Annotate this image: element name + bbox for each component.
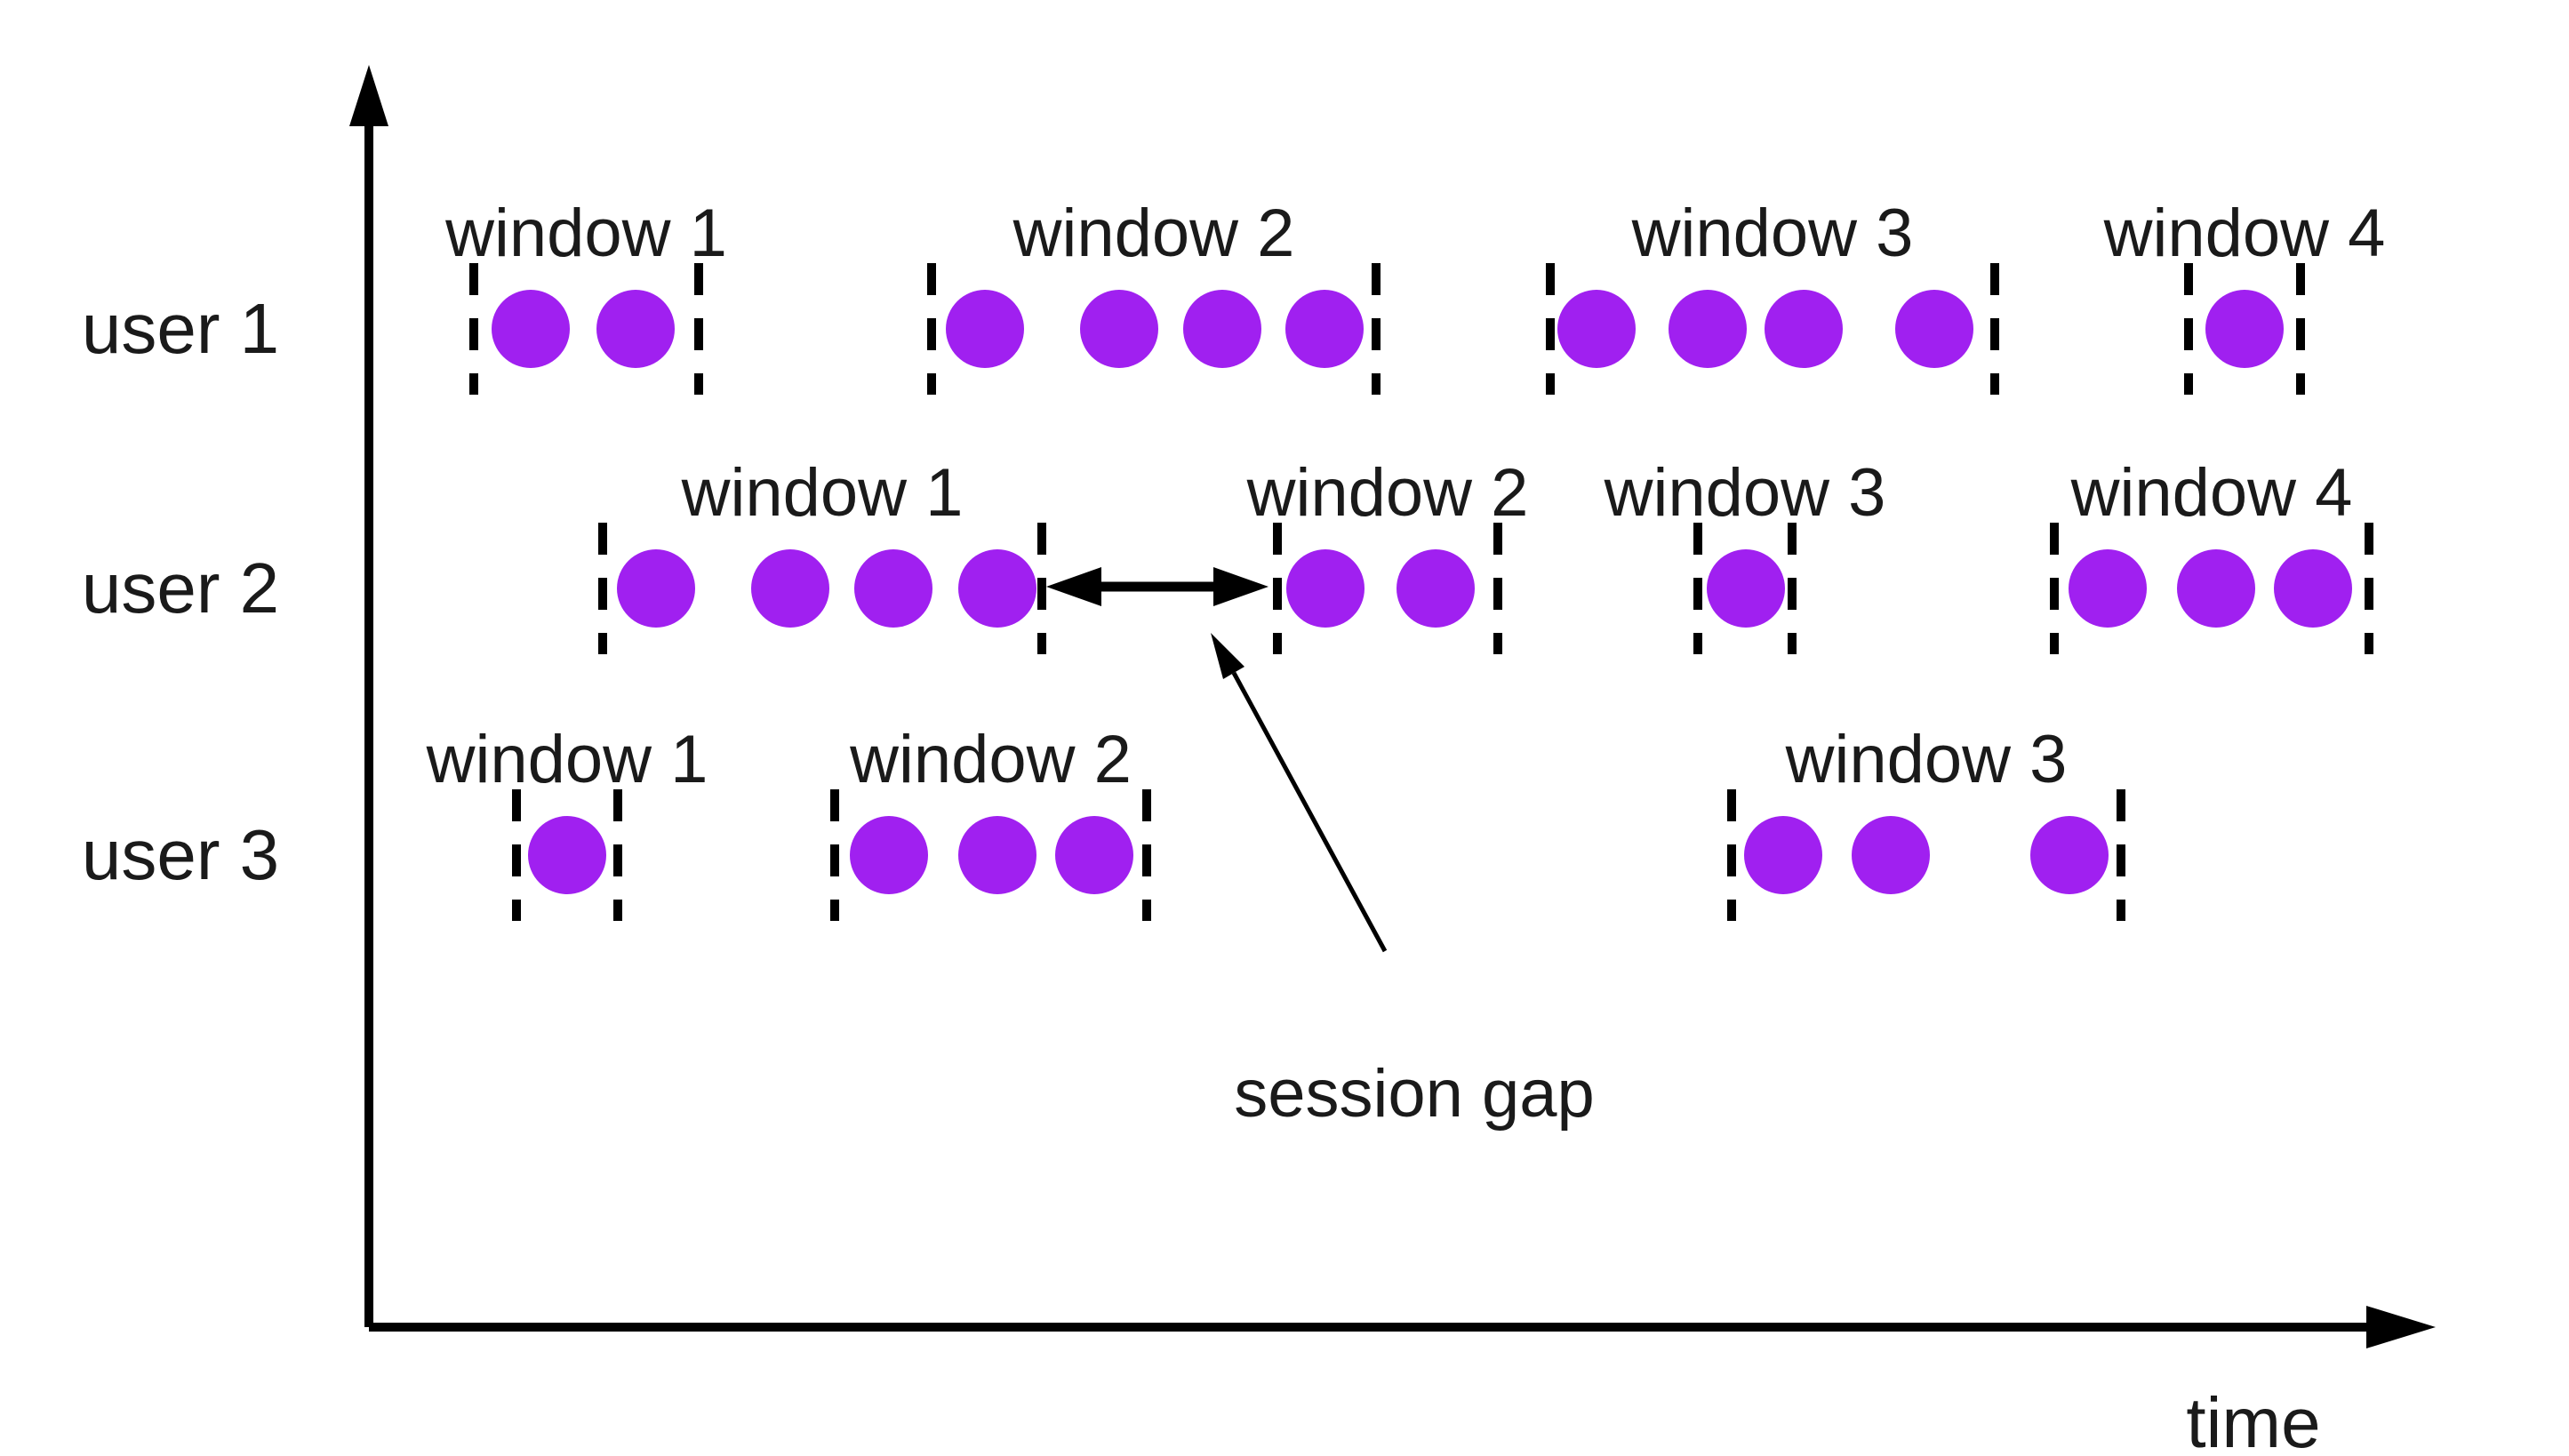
event-dot [2030,816,2109,894]
window-label: window 1 [681,455,964,531]
event-dot [2177,549,2255,628]
event-dot [2069,549,2147,628]
event-dot [1707,549,1785,628]
gap-arrow-right-head-icon [1213,567,1268,606]
event-dot [1080,290,1158,368]
user-row: window 1 window 2 window 3 window 4 [598,455,2373,654]
event-dot [492,290,570,368]
event-dot [528,816,606,894]
session-gap-pointer [1211,633,1388,953]
event-dot [1397,549,1475,628]
event-dot [854,549,932,628]
event-dot [958,549,1036,628]
window-label: window 2 [849,722,1132,797]
user-row: window 1 window 2 window 3 window 4 [444,196,2385,395]
event-dot [1765,290,1843,368]
event-dot [617,549,695,628]
x-axis-arrowhead-icon [2366,1306,2436,1348]
session-gap-arrow [1046,567,1268,606]
event-dot [596,290,675,368]
user-2-label: user 2 [82,548,279,628]
y-axis-arrowhead-icon [349,65,388,126]
event-dot [1895,290,1973,368]
event-dot [1557,290,1636,368]
window-label: window 3 [1785,722,2068,797]
gap-arrow-left-head-icon [1046,567,1101,606]
window-label: window 4 [2103,196,2386,271]
session-gap-label: session gap [1234,1056,1595,1132]
user-3-label: user 3 [82,815,279,894]
time-axis-label: time [2186,1383,2320,1456]
event-dot [1669,290,1747,368]
user-1-label: user 1 [82,289,279,368]
user-row: window 1 window 2 window 3 [426,722,2125,921]
event-dot [1285,290,1364,368]
event-dot [1183,290,1261,368]
event-dot [958,816,1036,894]
window-label: window 3 [1604,455,1886,531]
window-label: window 4 [2070,455,2353,531]
event-dot [751,549,829,628]
pointer-shaft [1231,671,1388,953]
window-label: window 1 [444,196,727,271]
event-dot [946,290,1024,368]
event-dot [2205,290,2284,368]
event-dot [1286,549,1365,628]
window-label: window 2 [1246,455,1529,531]
axes [349,65,2436,1348]
window-label: window 1 [426,722,708,797]
window-label: window 3 [1631,196,1914,271]
event-dot [2274,549,2352,628]
window-label: window 2 [1012,196,1295,271]
pointer-head-icon [1211,633,1244,679]
event-dot [1852,816,1930,894]
event-dot [850,816,928,894]
event-dot [1055,816,1133,894]
event-dot [1744,816,1822,894]
